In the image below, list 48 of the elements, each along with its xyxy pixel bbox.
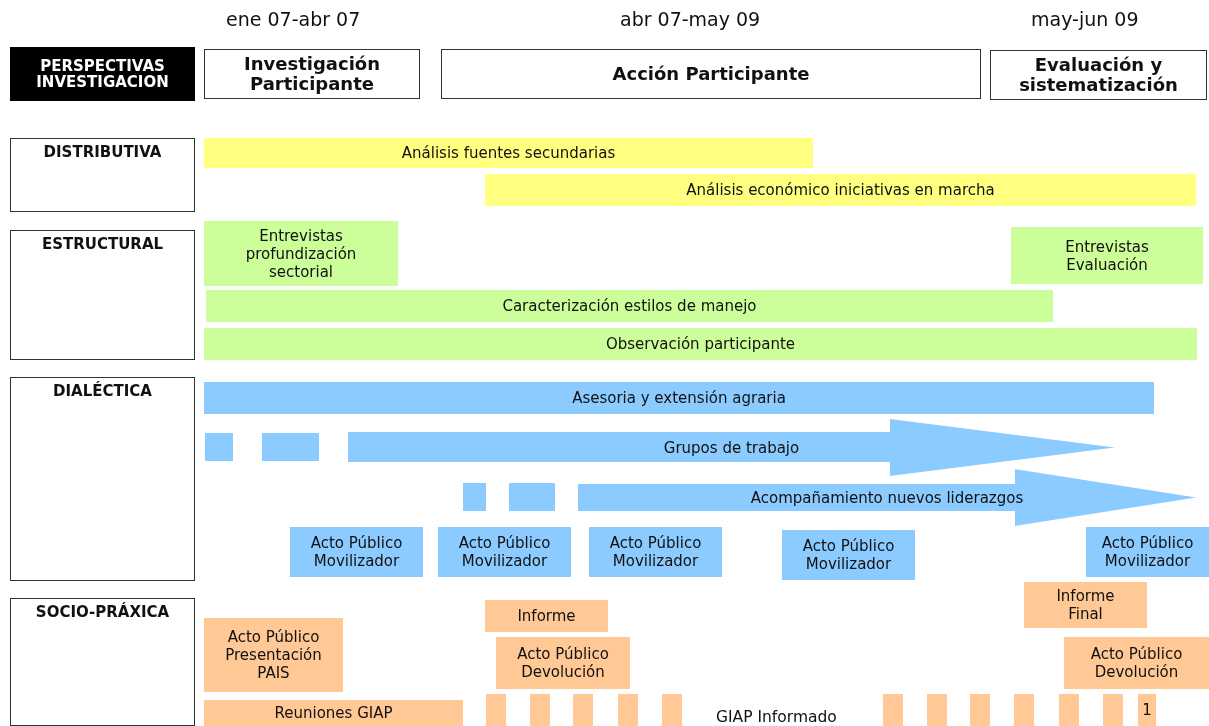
bar-label: GIAP Informado — [716, 708, 837, 726]
bar-segment — [1059, 694, 1079, 726]
row-header: DIALÉCTICA — [10, 377, 195, 581]
phase-header: Investigación Participante — [204, 49, 420, 99]
activity-bar: Análisis económico iniciativas en marcha — [485, 174, 1196, 206]
timeline-bar: Grupos de trabajo — [348, 419, 1115, 476]
activity-bar: Acto Público Movilizador — [589, 527, 722, 577]
row-header: ESTRUCTURAL — [10, 230, 195, 360]
phase-header: Acción Participante — [441, 49, 981, 99]
column-header: PERSPECTIVAS INVESTIGACION — [10, 47, 195, 101]
date-range: ene 07-abr 07 — [226, 8, 361, 30]
bar-segment — [573, 694, 593, 726]
bar-segment — [883, 694, 903, 726]
activity-bar: Asesoria y extensión agraria — [204, 382, 1154, 414]
activity-bar: Acto Público Movilizador — [1086, 527, 1209, 577]
bar-segment — [463, 483, 486, 511]
bar-segment — [509, 483, 555, 511]
activity-bar: Entrevistas Evaluación — [1011, 227, 1203, 284]
activity-bar: Acto Público Movilizador — [782, 530, 915, 580]
activity-bar: Acto Público Devolución — [1064, 637, 1209, 689]
bar-segment — [486, 694, 506, 726]
activity-bar: Entrevistas profundización sectorial — [204, 221, 398, 286]
bar-segment — [927, 694, 947, 726]
bar-segment — [618, 694, 638, 726]
activity-bar: Caracterización estilos de manejo — [206, 290, 1053, 322]
activity-bar: Acto Público Movilizador — [290, 527, 423, 577]
bar-segment — [662, 694, 682, 726]
activity-bar: Acto Público Presentación PAIS — [204, 618, 343, 692]
date-range: abr 07-may 09 — [620, 8, 761, 30]
bar-segment — [262, 433, 319, 461]
phase-header: Evaluación y sistematización — [990, 50, 1207, 100]
activity-bar: 1 — [1138, 694, 1156, 726]
bar-segment — [1014, 694, 1034, 726]
bar-segment — [970, 694, 990, 726]
bar-segment — [205, 433, 233, 461]
date-range: may-jun 09 — [1031, 8, 1139, 30]
bar-segment — [530, 694, 550, 726]
activity-bar: Informe — [485, 600, 608, 632]
activity-bar: Análisis fuentes secundarias — [204, 138, 813, 168]
activity-bar: Informe Final — [1024, 582, 1147, 628]
activity-bar: Observación participante — [204, 328, 1197, 360]
bar-segment — [1103, 694, 1123, 726]
timeline-bar: Acompañamiento nuevos liderazgos — [578, 469, 1196, 526]
row-header: DISTRIBUTIVA — [10, 138, 195, 212]
activity-bar: Acto Público Movilizador — [438, 527, 571, 577]
activity-bar: Acto Público Devolución — [496, 637, 630, 689]
row-header: SOCIO-PRÁXICA — [10, 598, 195, 726]
activity-bar: Reuniones GIAP — [204, 700, 463, 726]
